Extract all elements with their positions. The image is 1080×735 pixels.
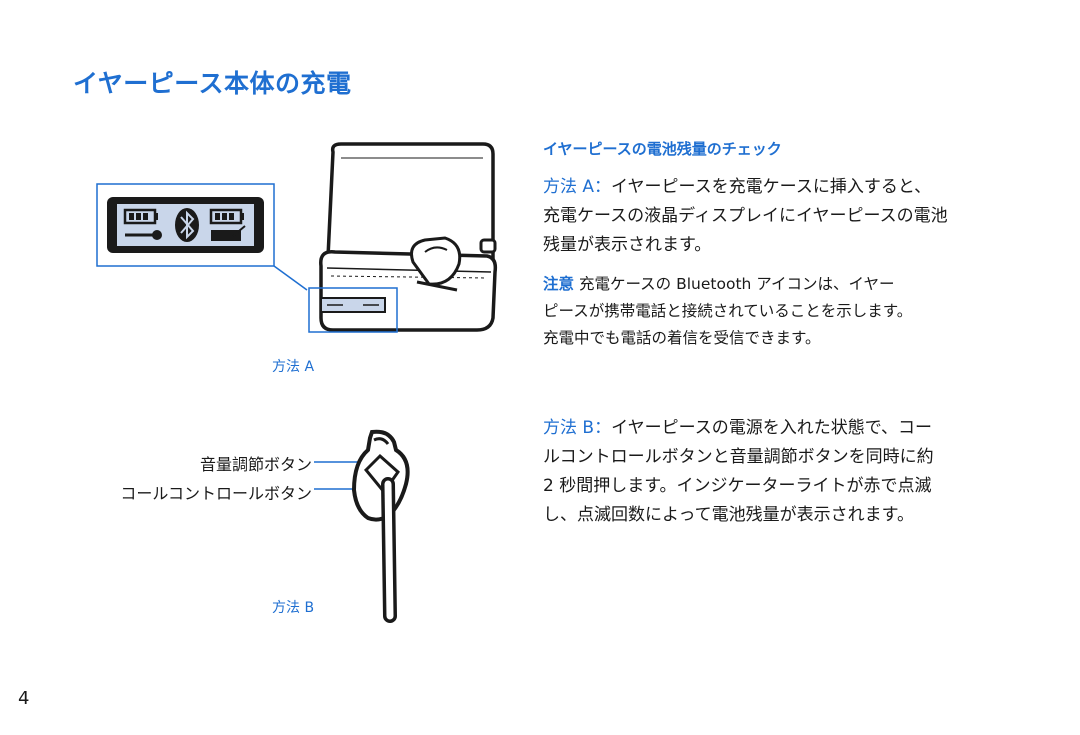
page-title: イヤーピース本体の充電	[73, 69, 352, 98]
method-a-line: イヤーピースを充電ケースに挿入すると、	[611, 177, 932, 197]
method-a-label: 方法 A：	[543, 177, 612, 197]
volume-button-label: 音量調節ボタン	[199, 455, 312, 474]
method-b-line: 2 秒間押します。インジケーターライトが赤で点滅	[543, 476, 932, 496]
note-line: ピースが携帯電話と接続されていることを示します。	[543, 302, 913, 320]
figure-b-caption: 方法 B	[272, 600, 315, 616]
method-b-line: ルコントロールボタンと音量調節ボタンを同時に約	[543, 447, 934, 467]
note-label: 注意	[543, 275, 575, 293]
figure-a-caption: 方法 A	[272, 359, 315, 375]
earpiece-illustration	[314, 429, 410, 623]
note-line: 充電ケースの Bluetooth アイコンは、イヤー	[574, 275, 895, 293]
method-a-paragraph: 方法 A：イヤーピースを充電ケースに挿入すると、 充電ケースの液晶ディスプレイに…	[543, 173, 1043, 260]
note-paragraph: 注意 充電ケースの Bluetooth アイコンは、イヤー ピースが携帯電話と接…	[543, 271, 1043, 352]
method-b-paragraph: 方法 B：イヤーピースの電源を入れた状態で、コー ルコントロールボタンと音量調節…	[543, 414, 1043, 530]
charging-case-illustration	[96, 142, 498, 333]
page-number: 4	[18, 688, 30, 709]
method-a-line: 残量が表示されます。	[543, 235, 712, 255]
call-control-button-label: コールコントロールボタン	[120, 484, 312, 503]
method-b-line: イヤーピースの電源を入れた状態で、コー	[611, 418, 933, 438]
method-a-line: 充電ケースの液晶ディスプレイにイヤーピースの電池	[543, 206, 948, 226]
note-line: 充電中でも電話の着信を受信できます。	[543, 329, 821, 347]
method-b-line: し、点滅回数によって電池残量が表示されます。	[543, 505, 914, 525]
method-b-label: 方法 B：	[543, 418, 612, 438]
section-heading: イヤーピースの電池残量のチェック	[543, 140, 782, 158]
